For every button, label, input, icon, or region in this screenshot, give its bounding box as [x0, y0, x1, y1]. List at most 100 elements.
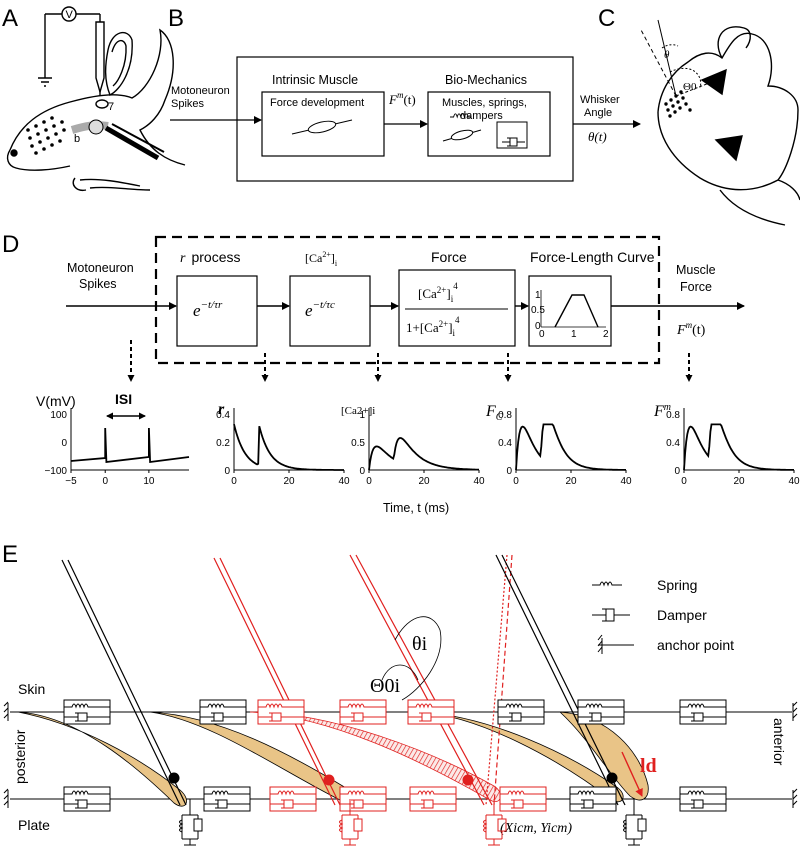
y-tick-label: 0.4 [498, 438, 512, 449]
bio-muscle-icon [442, 129, 482, 142]
rat-head-top-view: θ Θ0 [639, 19, 800, 226]
y-tick-label: 0.5 [351, 438, 365, 449]
y-tick-label: −100 [44, 466, 67, 477]
biomechanics-title: Bio-Mechanics [445, 73, 527, 87]
b-output-line2: Angle [584, 107, 612, 119]
x-tick-label: 20 [733, 476, 745, 487]
svg-text:1: 1 [571, 329, 577, 340]
mini-ylabel: [Ca2+]i [341, 405, 375, 417]
d-input-line2: Spikes [79, 277, 117, 291]
flc-box [528, 275, 612, 347]
vertical-spring-damper [179, 799, 203, 846]
x-tick-label: 0 [102, 476, 108, 487]
theta-t-label: θ(t) [588, 129, 607, 144]
y-tick-label: 1 [359, 410, 365, 421]
theta-0i-label: Θ0i [370, 675, 400, 697]
y-tick-label: 0 [359, 466, 365, 477]
y-tick-label: 0.8 [498, 410, 512, 421]
biomechanics-box [427, 91, 551, 157]
d-fm-out: Fm(t) [676, 320, 706, 338]
mini-curve [233, 423, 344, 471]
spring-damper-icon [449, 113, 528, 149]
isi-label: ISI [115, 391, 132, 407]
panel-b-diagram: Motoneuron Spikes Intrinsic Muscle Force… [170, 56, 641, 182]
d-output-line2: Force [680, 280, 712, 294]
voltmeter-label: V [66, 9, 74, 21]
ca-title: [Ca2+]i [305, 250, 338, 268]
vertical-spring-damper [339, 799, 363, 846]
flc-title: Force-Length Curve [530, 249, 655, 265]
mini-curve [515, 423, 626, 471]
exp-c-formula: e−t/τc [305, 299, 335, 320]
y-tick-label: 0.8 [666, 410, 680, 421]
flc-mini-plot: 1 0.5 0 0 1 2 [531, 290, 609, 340]
svg-text:0: 0 [539, 329, 545, 340]
mini-plot-4: 0.8 0.4 00 20 40 FC [485, 403, 632, 487]
r-process-box [176, 275, 258, 347]
mini-ylabel: FC [485, 403, 503, 423]
c-theta0-label: Θ0 [683, 81, 697, 93]
fm-label: Fm(t) [388, 90, 416, 107]
panel-label-b: B [168, 5, 184, 32]
x-tick-label: 0 [231, 476, 237, 487]
svg-text:2: 2 [603, 329, 609, 340]
spring-damper-element [407, 699, 455, 725]
ca-box [289, 275, 371, 347]
muscle-icon [291, 119, 353, 135]
x-tick-label: 40 [788, 476, 800, 487]
x-tick-label: 40 [473, 476, 485, 487]
force-box [398, 269, 516, 347]
y-tick-label: 0.4 [666, 438, 680, 449]
x-tick-label: 40 [620, 476, 632, 487]
exp-r-formula: e−t/τr [193, 299, 223, 320]
spring-damper-element [199, 699, 247, 725]
legend-anchor: anchor point [657, 637, 734, 653]
svg-text:b: b [74, 133, 80, 145]
svg-text:0: 0 [535, 321, 541, 332]
panel-label-c: C [598, 5, 615, 32]
svg-text:1: 1 [535, 290, 541, 301]
bio-desc-line2: dampers [460, 110, 503, 122]
x-tick-label: 20 [418, 476, 430, 487]
legend-damper: Damper [657, 607, 707, 623]
x-tick-label: −5 [65, 476, 77, 487]
svg-text:0.5: 0.5 [531, 305, 545, 316]
time-axis-label: Time, t (ms) [383, 501, 449, 515]
b-input-line2: Spikes [171, 98, 205, 110]
spring-damper-element [339, 699, 387, 725]
spring-damper-element [63, 699, 111, 725]
y-tick-label: 0.2 [216, 438, 230, 449]
spring-damper-element [257, 699, 305, 725]
y-tick-label: 100 [50, 410, 67, 421]
spring-damper-element [339, 786, 387, 812]
system-box [236, 56, 574, 182]
legend-spring: Spring [657, 577, 697, 593]
legend-damper-icon [592, 608, 630, 622]
force-development-label: Force development [270, 97, 364, 109]
y-tick-label: 0 [224, 466, 230, 477]
c-theta-label: θ [664, 49, 670, 61]
legend: Spring Damper anchor point [592, 577, 734, 654]
x-tick-label: 0 [513, 476, 519, 487]
d-input-line1: Motoneuron [67, 261, 134, 275]
ld-label: ld [640, 755, 657, 777]
mini-ylabel: r [218, 401, 225, 418]
x-tick-label: 0 [681, 476, 687, 487]
spring-damper-element [499, 786, 547, 812]
x-tick-label: 20 [565, 476, 577, 487]
bio-desc-line1: Muscles, springs, [442, 97, 527, 109]
vertical-spring-damper [483, 799, 507, 846]
spring-damper-element [679, 699, 727, 725]
y-tick-label: 0 [506, 466, 512, 477]
force-title: Force [431, 249, 467, 265]
vertical-spring-damper [623, 799, 647, 846]
b-input-line1: Motoneuron [171, 85, 230, 97]
plate-label: Plate [18, 817, 50, 833]
anterior-label: anterior [771, 718, 787, 766]
